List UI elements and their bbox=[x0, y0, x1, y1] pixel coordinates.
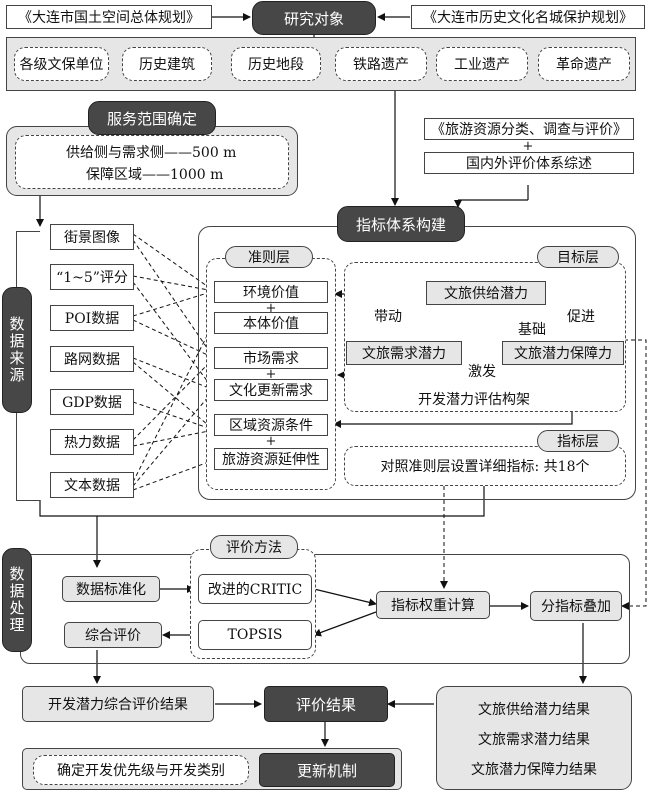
source-road-network: 路网数据 bbox=[50, 346, 134, 372]
service-range-panel: 供给侧与需求侧——500 m 保障区域——1000 m bbox=[6, 126, 298, 196]
evaluation-method-title: 评价方法 bbox=[210, 535, 298, 559]
source-text-data: 文本数据 bbox=[50, 472, 134, 498]
object-cultural-relics: 各级文保单位 bbox=[14, 47, 109, 81]
source-gdp-data: GDP数据 bbox=[50, 389, 134, 415]
goal-supply-potential: 文旅供给潜力 bbox=[426, 281, 546, 305]
ref-tourism-classification: 《旅游资源分类、调查与评价》 bbox=[424, 118, 634, 140]
object-railway-heritage: 铁路遗产 bbox=[335, 47, 427, 81]
sub-results-panel: 文旅供给潜力结果 文旅需求潜力结果 文旅潜力保障力结果 bbox=[436, 686, 632, 790]
criterion-intrinsic-value: 本体价值 bbox=[214, 312, 328, 334]
goal-layer-caption: 开发潜力评估构架 bbox=[418, 392, 530, 408]
data-processing-label: 数据处理 bbox=[2, 548, 32, 652]
research-object-node: 研究对象 bbox=[252, 1, 376, 35]
weight-calculation: 指标权重计算 bbox=[376, 591, 490, 619]
source-rating-score: “1~5”评分 bbox=[50, 264, 134, 290]
comprehensive-result: 开发潜力综合评价结果 bbox=[22, 686, 214, 722]
criterion-market-demand: 市场需求 bbox=[214, 347, 328, 369]
indicator-layer-title: 指标层 bbox=[537, 430, 619, 452]
service-range-content: 供给侧与需求侧——500 m 保障区域——1000 m bbox=[15, 135, 289, 189]
ref-heritage-plan: 《大连市历史文化名城保护规划》 bbox=[411, 5, 645, 29]
evaluation-result-node: 评价结果 bbox=[264, 686, 388, 722]
object-industrial-heritage: 工业遗产 bbox=[436, 47, 528, 81]
relation-base-label: 基础 bbox=[518, 322, 546, 338]
method-topsis: TOPSIS bbox=[198, 620, 312, 650]
service-supply-demand-line: 供给侧与需求侧——500 m bbox=[66, 145, 237, 161]
comprehensive-evaluation: 综合评价 bbox=[64, 622, 162, 648]
relation-promote-label: 促进 bbox=[567, 309, 595, 325]
research-objects-panel: 各级文保单位 历史建筑 历史地段 铁路遗产 工业遗产 革命遗产 bbox=[6, 37, 636, 91]
guarantee-result: 文旅潜力保障力结果 bbox=[471, 762, 597, 778]
criteria-plus: + bbox=[265, 366, 277, 382]
references-plus: + bbox=[522, 138, 534, 154]
data-standardization: 数据标准化 bbox=[62, 576, 160, 602]
ref-evaluation-review: 国内外评价体系综述 bbox=[424, 152, 634, 174]
criterion-environment-value: 环境价值 bbox=[214, 281, 328, 303]
data-source-label: 数据来源 bbox=[2, 287, 32, 413]
update-mechanism-node: 更新机制 bbox=[259, 753, 395, 787]
criteria-layer-title: 准则层 bbox=[225, 246, 313, 268]
criteria-plus: + bbox=[265, 300, 277, 316]
indicator-layer-content: 对照准则层设置详细指标: 共18个 bbox=[344, 446, 626, 486]
source-heat-data: 热力数据 bbox=[50, 429, 134, 455]
relation-drive-label: 带动 bbox=[374, 309, 402, 325]
object-historic-buildings: 历史建筑 bbox=[122, 47, 212, 81]
indicator-overlay: 分指标叠加 bbox=[530, 591, 622, 621]
goal-demand-potential: 文旅需求潜力 bbox=[346, 341, 462, 365]
supply-potential-result: 文旅供给潜力结果 bbox=[478, 702, 590, 718]
service-guarantee-line: 保障区域——1000 m bbox=[86, 167, 224, 183]
ref-land-spatial-plan: 《大连市国土空间总体规划》 bbox=[6, 5, 212, 29]
goal-layer-title: 目标层 bbox=[537, 246, 619, 268]
update-mechanism-panel: 确定开发优先级与开发类别 更新机制 bbox=[22, 748, 402, 790]
object-revolutionary-heritage: 革命遗产 bbox=[538, 47, 630, 81]
criteria-plus: + bbox=[265, 433, 277, 449]
criterion-tourism-extensibility: 旅游资源延伸性 bbox=[214, 448, 328, 470]
criterion-cultural-renewal-demand: 文化更新需求 bbox=[214, 379, 328, 401]
index-system-title: 指标体系构建 bbox=[337, 206, 465, 242]
method-improved-critic: 改进的CRITIC bbox=[198, 574, 312, 604]
relation-stimulate-label: 激发 bbox=[468, 364, 496, 380]
criterion-regional-resources: 区域资源条件 bbox=[214, 414, 328, 436]
goal-guarantee-capacity: 文旅潜力保障力 bbox=[502, 341, 624, 365]
source-street-view: 街景图像 bbox=[50, 224, 134, 250]
priority-category-box: 确定开发优先级与开发类别 bbox=[33, 755, 249, 785]
demand-potential-result: 文旅需求潜力结果 bbox=[478, 732, 590, 748]
object-historic-districts: 历史地段 bbox=[231, 47, 321, 81]
source-poi-data: POI数据 bbox=[50, 305, 134, 331]
service-range-title: 服务范围确定 bbox=[88, 101, 216, 135]
